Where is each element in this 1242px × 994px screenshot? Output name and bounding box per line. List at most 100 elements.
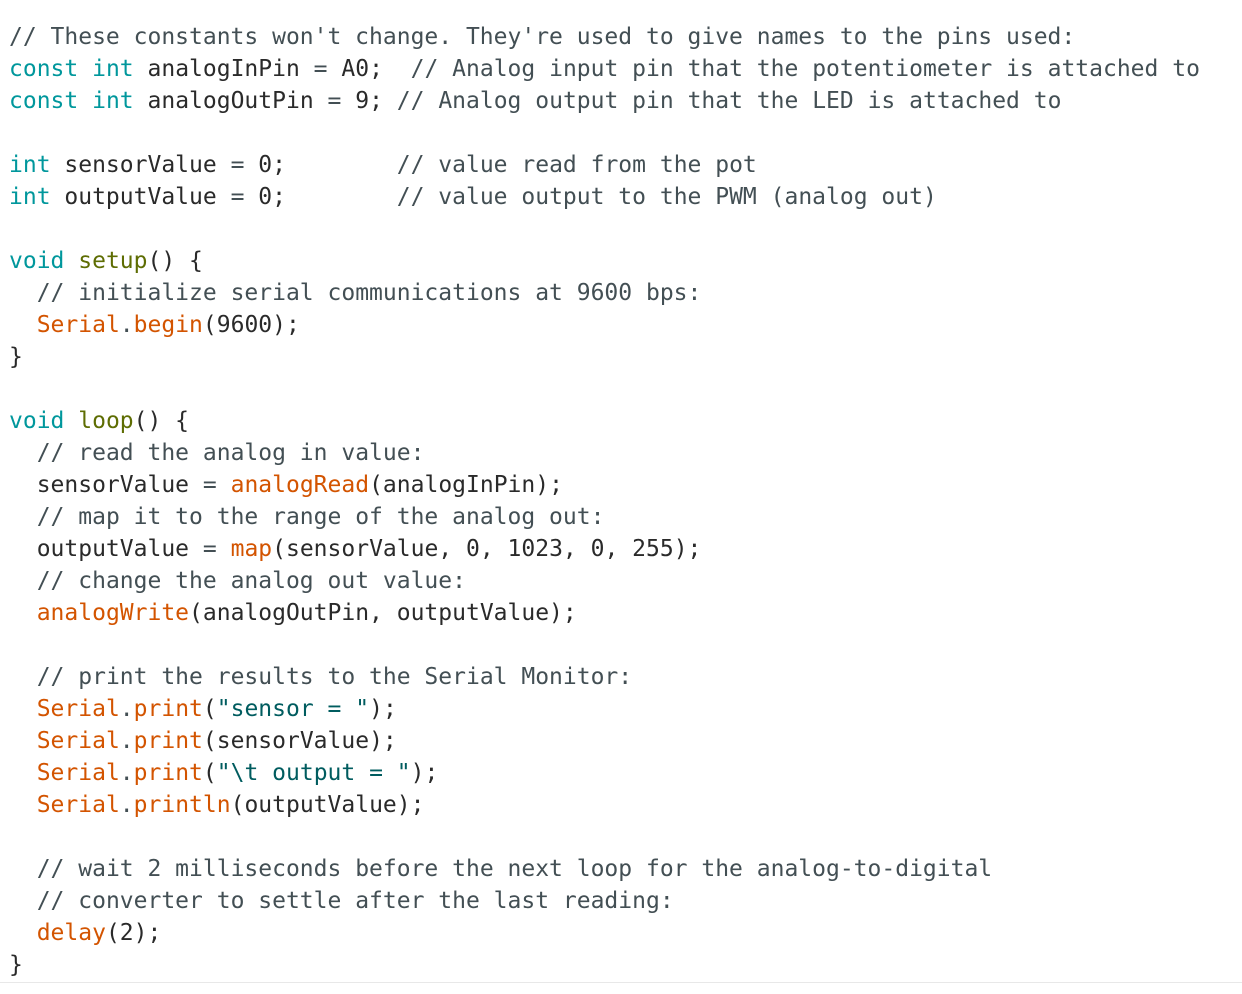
code-line: // read the analog in value: <box>9 437 1200 469</box>
code-line: sensorValue = analogRead(analogInPin); <box>9 469 1200 501</box>
code-library-object: Serial <box>36 792 120 818</box>
code-line: int outputValue = 0; // value output to … <box>9 181 1200 213</box>
code-line: void setup() { <box>9 245 1200 277</box>
code-comment: // These constants won't change. They're… <box>9 24 1076 50</box>
code-line: void loop() { <box>9 405 1200 437</box>
code-operator: = <box>202 536 217 562</box>
code-text: outputValue <box>50 184 231 210</box>
code-text-area[interactable]: // These constants won't change. They're… <box>9 21 1200 981</box>
code-operator: = <box>327 88 342 114</box>
code-operator: = <box>202 472 217 498</box>
code-keyword: int <box>9 152 51 178</box>
code-string: "\t output = " <box>216 760 411 786</box>
code-text: sensorValue <box>9 472 203 498</box>
code-function-call: analogRead <box>230 472 370 498</box>
code-text: analogOutPin <box>133 88 328 114</box>
code-function-call: println <box>133 792 231 818</box>
code-text: outputValue <box>9 536 203 562</box>
code-text <box>64 248 78 274</box>
code-text: () { <box>147 248 203 274</box>
code-text <box>9 504 37 530</box>
code-text <box>9 280 37 306</box>
code-text <box>217 536 231 562</box>
code-comment: // print the results to the Serial Monit… <box>36 664 633 690</box>
code-function-call: print <box>133 728 203 754</box>
code-line: // map it to the range of the analog out… <box>9 501 1200 533</box>
code-text: sensorValue <box>50 152 231 178</box>
code-text <box>9 728 37 754</box>
code-keyword: const <box>9 88 79 114</box>
code-line: int sensorValue = 0; // value read from … <box>9 149 1200 181</box>
code-line: // print the results to the Serial Monit… <box>9 661 1200 693</box>
code-comment: // wait 2 milliseconds before the next l… <box>36 856 993 882</box>
code-keyword: const <box>9 56 79 82</box>
code-string: "sensor = " <box>216 696 370 722</box>
code-line: // change the analog out value: <box>9 565 1200 597</box>
code-punctuation: . <box>119 760 134 786</box>
code-text <box>9 696 37 722</box>
code-line: Serial.print(sensorValue); <box>9 725 1200 757</box>
code-library-object: Serial <box>36 312 120 338</box>
code-keyword: int <box>92 56 134 82</box>
code-text: ); <box>369 696 397 722</box>
code-line: Serial.print("sensor = "); <box>9 693 1200 725</box>
code-library-object: Serial <box>36 696 120 722</box>
code-text: ); <box>410 760 439 786</box>
code-function-call: map <box>230 536 273 562</box>
code-punctuation: . <box>119 312 134 338</box>
code-library-object: Serial <box>36 728 120 754</box>
code-text: } <box>9 952 23 978</box>
code-punctuation: . <box>119 696 134 722</box>
code-line: // wait 2 milliseconds before the next l… <box>9 853 1200 885</box>
code-text <box>9 760 37 786</box>
code-text: (9600); <box>202 312 300 338</box>
code-comment: // Analog input pin that the potentiomet… <box>410 56 1200 82</box>
code-line <box>9 821 1200 853</box>
code-line <box>9 373 1200 405</box>
code-text <box>9 792 37 818</box>
code-text <box>217 472 231 498</box>
code-function-call: print <box>133 696 203 722</box>
code-line: } <box>9 341 1200 373</box>
code-line: } <box>9 949 1200 981</box>
code-line: outputValue = map(sensorValue, 0, 1023, … <box>9 533 1200 565</box>
code-text <box>9 600 37 626</box>
code-text: 9; <box>341 88 397 114</box>
code-line: delay(2); <box>9 917 1200 949</box>
code-text: 0; <box>244 184 397 210</box>
code-text <box>9 920 37 946</box>
code-line: Serial.print("\t output = "); <box>9 757 1200 789</box>
code-library-object: Serial <box>36 760 120 786</box>
code-text: (sensorValue, 0, 1023, 0, 255); <box>272 536 702 562</box>
code-line <box>9 629 1200 661</box>
code-line: Serial.begin(9600); <box>9 309 1200 341</box>
code-keyword: int <box>92 88 134 114</box>
code-function-name: loop <box>78 408 134 434</box>
code-operator: = <box>313 56 328 82</box>
code-text: (analogInPin); <box>369 472 563 498</box>
code-function-call: begin <box>133 312 203 338</box>
code-comment: // initialize serial communications at 9… <box>36 280 702 306</box>
code-text <box>9 664 37 690</box>
code-comment: // Analog output pin that the LED is att… <box>396 88 1062 114</box>
code-operator: = <box>230 152 245 178</box>
code-keyword: void <box>9 408 65 434</box>
code-text <box>9 440 37 466</box>
code-line: const int analogOutPin = 9; // Analog ou… <box>9 85 1200 117</box>
code-line <box>9 213 1200 245</box>
code-text: } <box>9 344 23 370</box>
code-line: // converter to settle after the last re… <box>9 885 1200 917</box>
code-line: const int analogInPin = A0; // Analog in… <box>9 53 1200 85</box>
code-line: analogWrite(analogOutPin, outputValue); <box>9 597 1200 629</box>
code-text: 0; <box>244 152 397 178</box>
code-function-name: setup <box>78 248 148 274</box>
code-comment: // converter to settle after the last re… <box>36 888 674 914</box>
code-text: analogInPin <box>133 56 314 82</box>
code-line <box>9 117 1200 149</box>
code-function-call: print <box>133 760 203 786</box>
code-text <box>9 568 37 594</box>
code-comment: // map it to the range of the analog out… <box>36 504 605 530</box>
code-text <box>78 88 92 114</box>
code-punctuation: . <box>119 728 134 754</box>
